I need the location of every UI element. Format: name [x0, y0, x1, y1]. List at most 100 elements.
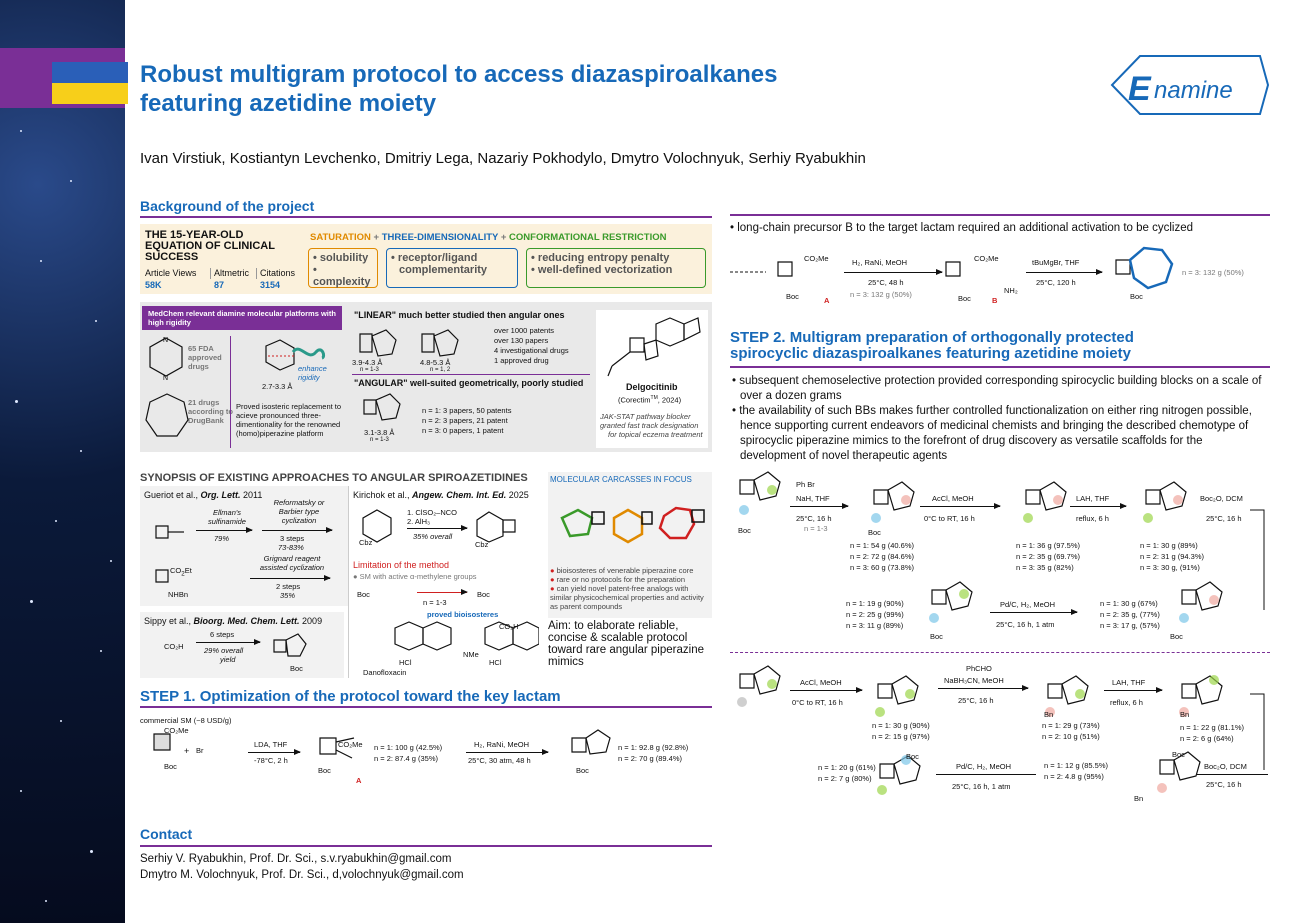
metric-label: Altmetric — [210, 268, 249, 279]
conditions-bottom: reflux, 6 h — [1076, 514, 1109, 523]
hcl-label: HCl — [489, 658, 502, 667]
box-line: • receptor/ligand — [391, 252, 478, 264]
linear-structures — [359, 329, 459, 357]
steps-label: 6 steps — [210, 630, 235, 639]
contact-line: Dmytro M. Volochnyuk, Prof. Dr. Sci., d,… — [140, 869, 464, 881]
ref-year: 2009 — [299, 616, 323, 626]
ester-label: CO₂Me — [164, 726, 189, 735]
yield-line: n = 2: 70 g (89.4%) — [618, 754, 682, 763]
stat-line: n = 3: 0 papers, 1 patent — [422, 426, 504, 435]
reaction-arrow — [248, 749, 301, 755]
ester-label: CO₂Me — [804, 254, 829, 263]
hcl-label: HCl — [399, 658, 412, 667]
title-line-1: Robust multigram protocol to access diaz… — [140, 61, 778, 88]
sippy-product — [273, 633, 307, 657]
yield-line: n = 1: 22 g (81.1%) — [1180, 723, 1244, 732]
r1-yields-5: n = 1: 19 g (90%) n = 2: 25 g (99%) n = … — [846, 598, 904, 631]
arrow-anchor — [1071, 609, 1078, 615]
compound-a-label: A — [356, 776, 362, 785]
metric-label: Article Views — [145, 268, 197, 278]
reaction-arrow — [1026, 269, 1103, 275]
yield-label: n = 3: 132 g (50%) — [1182, 268, 1244, 277]
conditions-bottom: 25°C, 16 h — [958, 696, 994, 705]
danofloxacin-structures — [394, 621, 539, 651]
medchem-banner: MedChem relevant diamine molecular platf… — [142, 306, 342, 330]
reaction-arrow — [196, 527, 253, 533]
failed-arrow — [417, 589, 468, 595]
conditions-top: H₂, RaNi, MeOH — [852, 258, 908, 267]
ref-authors: Gueriot et al., — [144, 490, 201, 500]
danofloxacin-label: Danofloxacin — [363, 668, 407, 677]
contact-info: Serhiy V. Ryabukhin, Prof. Dr. Sci., s.v… — [140, 851, 464, 883]
boc-label: Boc — [930, 632, 943, 641]
angular-n: n = 1-3 — [370, 437, 389, 443]
yield-line: n = 2: 72 g (84.6%) — [850, 552, 914, 561]
ester-label: CO2Et — [170, 566, 192, 579]
logo-initial: E — [1128, 70, 1152, 108]
note-line: granted fast track designation — [600, 421, 699, 430]
yield-line: n = 1: 30 g (89%) — [1140, 541, 1198, 550]
plus-sign: + — [184, 746, 190, 756]
reaction-arrow — [920, 503, 1001, 509]
proved-bioisosteres: proved bioisosteres — [427, 610, 499, 619]
step1-yields-b: n = 1: 92.8 g (92.8%) n = 2: 70 g (89.4%… — [618, 742, 688, 764]
yield-line: n = 1: 30 g (67%) — [1100, 599, 1158, 608]
carcasses-title: MOLECULAR CARCASSES IN FOCUS — [550, 475, 692, 484]
boc-label: Boc — [1130, 292, 1143, 301]
r2-yields-2: n = 1: 29 g (73%) n = 2: 10 g (51%) — [1042, 720, 1100, 742]
note-line: for topical eczema treatment — [608, 430, 703, 439]
nhbn-label: NHBn — [168, 590, 189, 599]
ref-journal: Org. Lett. — [200, 490, 241, 500]
compound-a-label: A — [824, 296, 830, 305]
formula-saturation: SATURATION — [310, 232, 371, 243]
divider — [230, 336, 231, 448]
equation-title: THE 15-YEAR-OLD EQUATION OF CLINICAL SUC… — [145, 229, 275, 263]
steps-label: 3 steps — [280, 534, 305, 543]
brand-text: (Corectim — [618, 395, 651, 405]
reaction-arrow — [1070, 503, 1127, 509]
authors: Ivan Virstiuk, Kostiantyn Levchenko, Dmi… — [140, 150, 866, 167]
metric-value: 87 — [214, 280, 225, 290]
acid-label: CO₂H — [499, 622, 519, 631]
linear-title-text: "LINEAR" much better studied then angula… — [354, 310, 565, 320]
drug-name: Delgocitinib — [626, 382, 678, 392]
ref-authors: Kirichok et al., — [353, 490, 413, 500]
conditions-bottom: 25°C, 16 h — [1206, 780, 1242, 789]
conditions-bottom: 25°C, 120 h — [1036, 278, 1076, 287]
r1-yields-4: n = 1: 30 g (67%) n = 2: 35 g, (77%) n =… — [1100, 598, 1160, 631]
conditions-top: LAH, THF — [1076, 494, 1110, 503]
reaction-arrow — [844, 269, 943, 275]
yield-label: 73-83% — [278, 543, 304, 552]
conditions-bottom: -78°C, 2 h — [254, 756, 288, 765]
step1-yields-a: n = 1: 100 g (42.5%) n = 2: 87.4 g (35%) — [374, 742, 442, 764]
conditions-bottom: 25°C, 30 atm, 48 h — [468, 756, 531, 765]
plus: + — [373, 232, 380, 243]
yield-line: n = 1: 100 g (42.5%) — [374, 743, 443, 752]
box-line: • reducing entropy penalty — [531, 252, 670, 264]
logo-rest: namine — [1154, 77, 1233, 104]
yield-line: n = 2: 31 g (94.3%) — [1140, 552, 1204, 561]
stat-line: over 1000 patents — [494, 326, 555, 335]
formula: SATURATION + THREE-DIMENSIONALITY + CONF… — [310, 232, 666, 243]
sm-note: commercial SM (~8 USD/g) — [140, 716, 232, 725]
bn-label: Bn — [1180, 710, 1190, 719]
boc-label: Boc — [906, 752, 919, 761]
yield-label: 29% overall — [204, 646, 244, 655]
section-rule — [140, 706, 712, 708]
limitation-point: ● SM with active α-methylene groups — [353, 572, 477, 581]
yield-line: n = 3: 60 g (73.8%) — [850, 563, 914, 572]
linear-title: "LINEAR" much better studied then angula… — [354, 310, 565, 321]
ukraine-flag-icon — [52, 62, 128, 104]
ester-label: CO₂Me — [338, 740, 363, 749]
yield-line: n = 1: 20 g (61%) — [818, 763, 876, 772]
ester-label: CO₂Me — [974, 254, 999, 263]
step1-scheme — [153, 729, 611, 759]
yield-line: n = 3: 11 g (89%) — [846, 621, 904, 630]
boc-label: Boc — [1170, 632, 1183, 641]
conditions-top: NaBH₃CN, MeOH — [944, 676, 1004, 685]
r2-yields-3: n = 1: 22 g (81.1%) n = 2: 6 g (64%) — [1180, 722, 1244, 744]
section-rule — [140, 216, 712, 218]
spiro-diamine-structure — [265, 339, 295, 371]
drug-brand: (CorectimTM, 2024) — [618, 394, 681, 405]
carcass-structures — [560, 506, 705, 544]
